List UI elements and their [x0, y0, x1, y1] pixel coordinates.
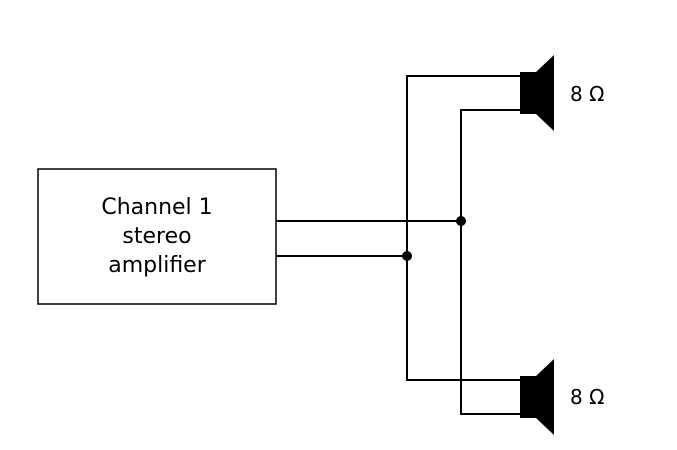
amplifier-label-line-3: amplifier: [108, 253, 206, 278]
junction-dot-upper: [456, 216, 466, 226]
speaker-bottom-impedance-label: 8 Ω: [570, 385, 604, 409]
speaker-icon-top-magnet: [520, 72, 536, 114]
speaker-icon-bottom-magnet: [520, 376, 536, 418]
amplifier-block: Channel 1 stereo amplifier: [37, 168, 277, 305]
amplifier-label-line-2: stereo: [122, 224, 191, 249]
wire-left-bus: [406, 75, 520, 381]
junction-dot-lower: [402, 251, 412, 261]
speaker-icon-bottom-cone: [536, 359, 554, 435]
speaker-bottom: 8 Ω: [520, 359, 604, 435]
speaker-icon-top-cone: [536, 55, 554, 131]
amplifier-label-line-1: Channel 1: [101, 195, 212, 220]
speaker-top: 8 Ω: [520, 55, 604, 131]
wires: [276, 75, 520, 415]
amplifier-box: [37, 168, 277, 305]
wire-right-bus: [460, 109, 520, 415]
speaker-top-impedance-label: 8 Ω: [570, 82, 604, 106]
